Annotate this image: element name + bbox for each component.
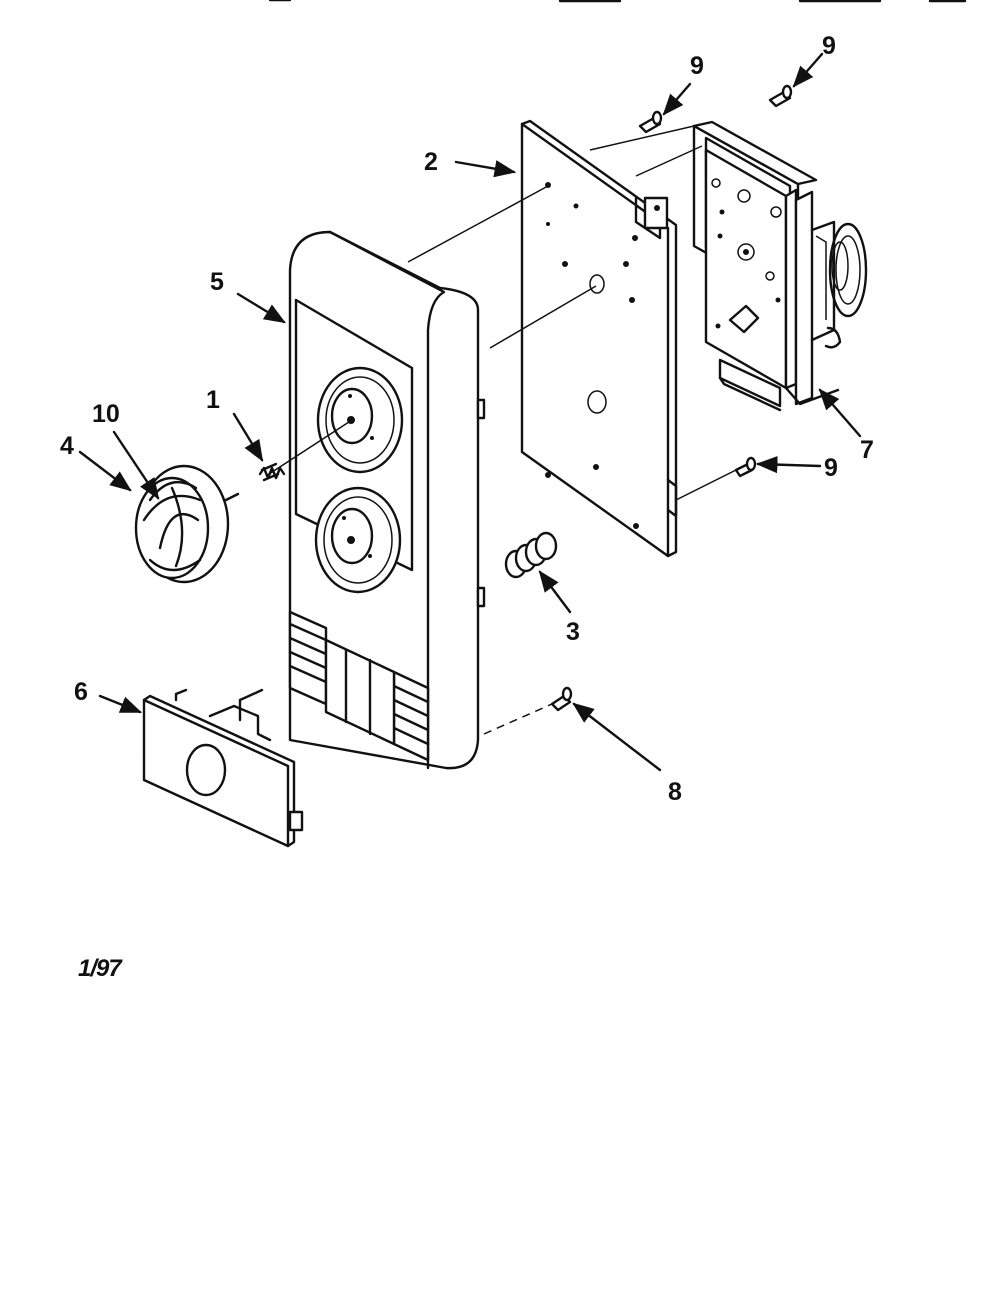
spring-part-3: [504, 531, 558, 579]
label-part-9-right: 9: [824, 454, 838, 482]
leader-arrows: [78, 52, 862, 772]
knob-part-4: [134, 464, 240, 584]
label-part-9-top-right: 9: [822, 32, 836, 60]
label-part-1: 1: [206, 386, 220, 414]
control-panel-part-5: [288, 230, 486, 770]
mounting-plate-part-2: [520, 119, 678, 558]
label-part-4: 4: [60, 432, 74, 460]
label-part-2: 2: [424, 148, 438, 176]
label-part-5: 5: [210, 268, 224, 296]
label-part-9-top-left: 9: [690, 52, 704, 80]
part-labels: 1 2 3 4 5 6 7 8 9 9 9 10: [60, 32, 874, 806]
label-part-6: 6: [74, 678, 88, 706]
label-part-3: 3: [566, 618, 580, 646]
revision-date: 1/97: [78, 955, 122, 982]
screw-part-9c: [734, 456, 757, 478]
label-part-7: 7: [860, 436, 874, 464]
timer-assembly-part-7: [692, 120, 868, 412]
label-part-8: 8: [668, 778, 682, 806]
label-part-10: 10: [92, 400, 120, 428]
switch-bezel-part-6: [142, 688, 304, 848]
top-edge-artifacts: [268, 0, 967, 3]
screw-part-8: [550, 686, 573, 712]
screw-part-9b: [768, 84, 793, 108]
spring-part-1: [258, 462, 286, 482]
alignment-lines: [265, 125, 737, 735]
screw-part-9a: [638, 110, 663, 134]
